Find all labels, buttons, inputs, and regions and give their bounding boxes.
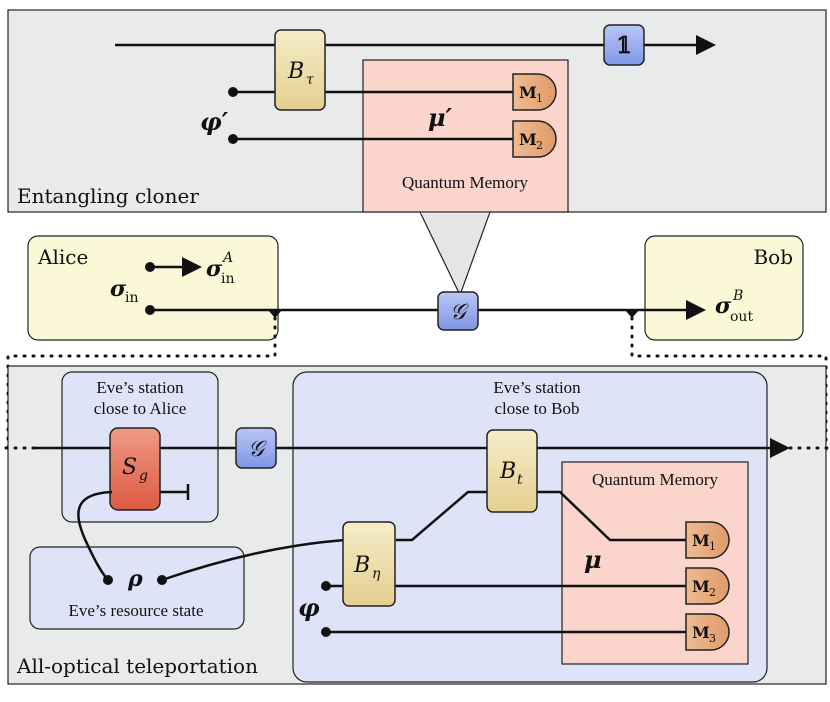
identity-label: 𝟙	[616, 33, 631, 59]
s-g-sub: g	[139, 468, 148, 484]
sigma-in-sub: in	[125, 290, 139, 306]
rho-dot-left	[103, 575, 113, 585]
all-optical-teleportation-label: All-optical teleportation	[16, 654, 258, 678]
gate-g-middle: 𝒢	[437, 291, 479, 331]
s-g-label: S	[122, 455, 137, 480]
eve-resource-box: Eve’s resource state	[29, 546, 245, 630]
m2-top-sub: 2	[536, 139, 543, 152]
beam-splitter-b-t: B t	[486, 429, 538, 513]
phi-label: φ	[298, 593, 320, 622]
sigma-in-a-label: σ	[206, 256, 223, 282]
identity-gate: 𝟙	[603, 24, 645, 66]
m3-bottom-sub: 3	[709, 632, 716, 645]
source-dot-top-2	[228, 134, 238, 144]
quantum-memory-bottom-label: Quantum Memory	[592, 470, 719, 489]
detector-m1-bottom: M 1	[685, 521, 730, 559]
quantum-memory-top-label: Quantum Memory	[402, 173, 529, 192]
b-tau-label: B	[287, 59, 304, 84]
eve-resource-label: Eve’s resource state	[69, 601, 204, 620]
sigma-out-b-sub: out	[730, 309, 753, 325]
beam-splitter-b-eta: B η	[342, 521, 396, 607]
channel-marker-right	[625, 310, 639, 318]
g-bottom-label: 𝒢	[248, 437, 267, 462]
b-t-label: B	[499, 459, 516, 484]
eve-station-alice: Eve’s station close to Alice	[61, 371, 219, 523]
m2-bottom-label: M	[692, 577, 710, 596]
gate-g-bottom: 𝒢	[235, 427, 277, 469]
g-middle-label: 𝒢	[450, 300, 469, 325]
m2-bottom-sub: 2	[709, 586, 716, 599]
alice-box: Alice	[27, 235, 279, 341]
channel-marker-left	[268, 310, 282, 318]
detector-m2-bottom: M 2	[685, 567, 730, 605]
squeezer-s-g: S g	[109, 427, 190, 511]
m1-top-sub: 1	[536, 92, 543, 105]
eve-station-alice-line2: close to Alice	[94, 399, 187, 418]
sigma-in-a-sup: A	[221, 250, 233, 266]
sigma-in-label: σ	[110, 276, 127, 302]
bob-label: Bob	[753, 245, 793, 269]
eve-station-bob-line1: Eve’s station	[493, 378, 581, 397]
m2-top-label: M	[519, 130, 537, 149]
mode-curve-rho-beta	[161, 538, 346, 582]
mu-prime-label: μ′	[428, 103, 453, 132]
b-eta-label: B	[353, 553, 370, 578]
phi-prime-label: φ′	[200, 107, 229, 136]
mu-label: μ	[584, 545, 602, 574]
m3-bottom-label: M	[692, 623, 710, 642]
beam-splitter-b-tau: B τ	[274, 29, 326, 111]
source-dot-top-1	[228, 87, 238, 97]
bob-box: Bob	[644, 235, 804, 341]
m1-bottom-label: M	[692, 531, 710, 550]
callout-wedge	[419, 211, 491, 297]
quantum-memory-bottom: Quantum Memory	[561, 461, 749, 665]
m1-bottom-sub: 1	[709, 540, 716, 553]
eve-station-bob-line2: close to Bob	[495, 399, 580, 418]
detector-m2-top: M 2	[512, 120, 557, 158]
m1-top-label: M	[519, 83, 537, 102]
b-eta-sub: η	[372, 566, 381, 582]
sigma-out-b-label: σ	[715, 293, 732, 319]
b-t-sub: t	[517, 472, 523, 488]
sigma-in-a-sub: in	[221, 271, 235, 287]
sigma-out-b-sup: B	[732, 288, 743, 304]
entangling-cloner-label: Entangling cloner	[17, 184, 199, 208]
b-tau-subscript: τ	[306, 72, 314, 88]
detector-m3-bottom: M 3	[685, 613, 730, 651]
alice-label: Alice	[37, 245, 88, 269]
rho-label: ρ	[127, 566, 143, 592]
eve-station-alice-line1: Eve’s station	[96, 378, 184, 397]
detector-m1-top: M 1	[512, 73, 557, 111]
